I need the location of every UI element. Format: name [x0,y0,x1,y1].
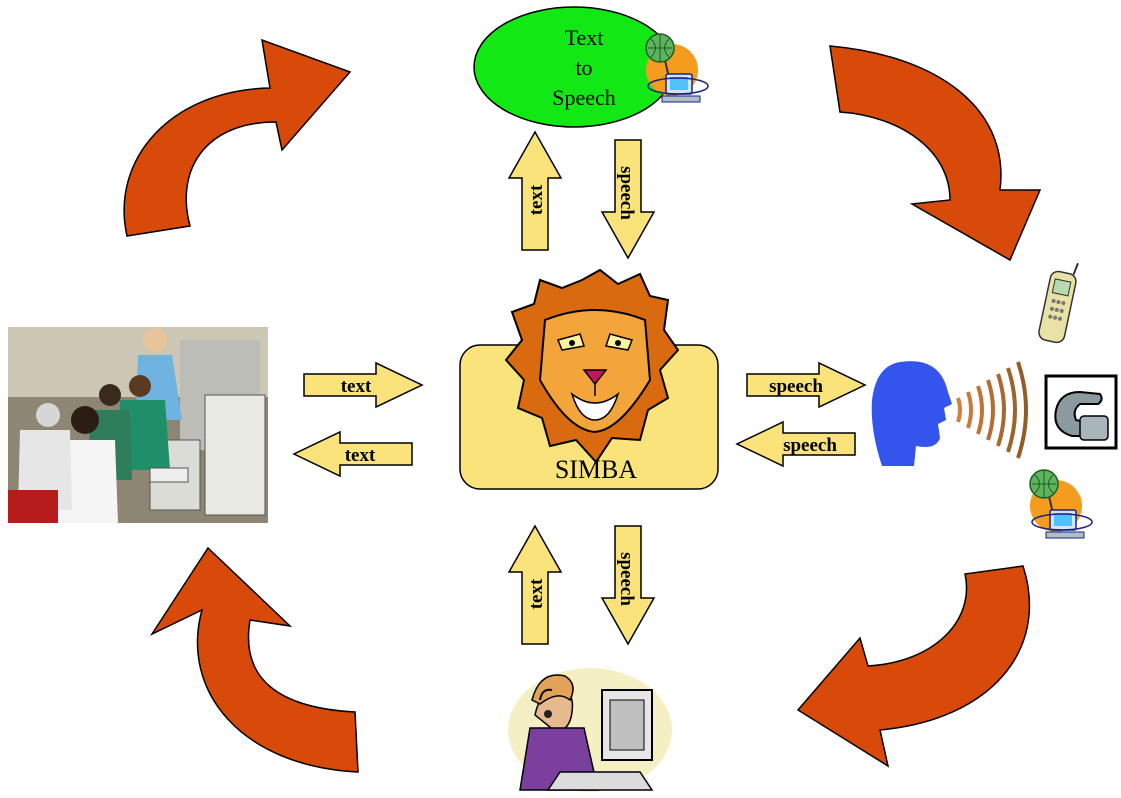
tts-node: Text to Speech [473,6,675,128]
arrow-top-up-label: text [526,184,547,215]
arrow-top-up: text [508,131,562,251]
speaker-head-icon [871,361,1028,466]
arrow-top-down: speech [601,139,655,259]
tts-line3: Speech [552,85,616,110]
telephone-icon [1044,374,1118,450]
call-center-agent-icon [508,668,672,792]
arrow-right-left: speech [736,421,856,467]
arrow-right-right: speech [746,362,866,408]
mobile-phone-icon [1038,262,1079,344]
arrow-bottom-down: speech [601,525,655,645]
arrow-right-left-label: speech [783,435,837,456]
arrow-left-right: text [303,362,423,408]
globe-computer-icon [1029,469,1093,539]
cycle-arrow-top-left [123,38,352,237]
office-photo-icon [8,327,268,523]
cycle-arrow-top-right [829,45,1042,262]
arrow-bottom-down-label: speech [616,552,637,606]
cycle-arrow-bottom-left [149,546,359,773]
arrow-left-left: text [293,431,413,477]
arrow-left-right-label: text [341,376,372,397]
cycle-arrow-bottom-right [796,565,1031,768]
arrow-left-left-label: text [345,445,376,466]
tts-line1: Text [565,25,604,50]
arrow-bottom-up: text [508,525,562,645]
tts-line2: to [575,55,592,80]
lion-icon [504,268,680,464]
arrow-right-right-label: speech [769,376,823,397]
arrow-bottom-up-label: text [526,578,547,609]
arrow-top-down-label: speech [616,166,637,220]
globe-computer-icon [645,33,709,103]
